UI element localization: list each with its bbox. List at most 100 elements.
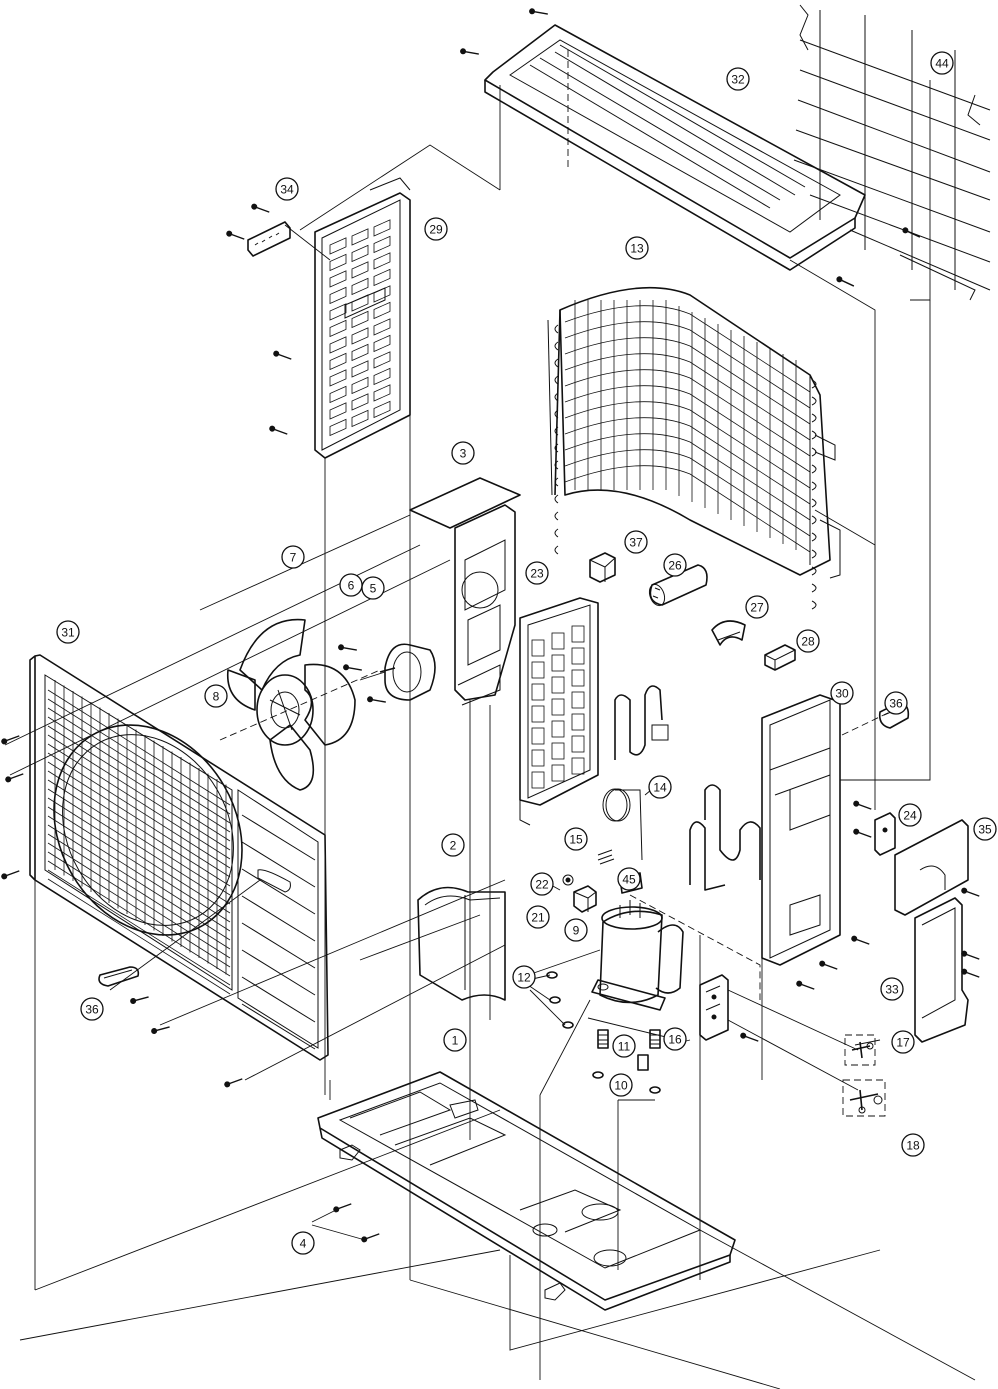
callout-32: 32: [726, 67, 750, 91]
callout-label: 23: [530, 567, 544, 581]
coil-return-bend: [811, 413, 817, 423]
coil-return-bend: [811, 498, 817, 508]
vent-slot: [329, 369, 347, 387]
part-9-compressor: [539, 879, 684, 1380]
callout-2: 2: [441, 833, 465, 857]
vent-slot: [571, 647, 585, 665]
callout-34: 34: [275, 177, 299, 201]
coil-return-bend: [554, 409, 559, 419]
callout-31: 31: [56, 620, 80, 644]
screw-icon: [961, 887, 980, 897]
panel-slot: [241, 922, 316, 969]
callout-15: 15: [564, 827, 588, 851]
vent-slot: [571, 625, 585, 643]
callout-24: 24: [898, 803, 922, 827]
screw-icon: [961, 968, 980, 978]
callout-27: 27: [745, 595, 769, 619]
screw-icon: [460, 48, 479, 55]
screws-group: [1, 8, 980, 1243]
part-16-valve-bracket: [699, 974, 859, 1091]
coil-fin: [564, 449, 811, 537]
coil-fin: [564, 385, 811, 473]
vent-slot: [551, 676, 565, 694]
callout-4: 4: [291, 1231, 315, 1255]
callout-10: 10: [609, 1073, 633, 1097]
callout-label: 2: [450, 839, 457, 853]
vent-slot: [531, 771, 545, 789]
coil-return-bend: [811, 600, 817, 610]
callout-36: 36: [80, 997, 104, 1021]
screw-icon: [273, 350, 292, 360]
coil-return-bend: [554, 460, 559, 470]
vent-slot: [329, 270, 347, 288]
coil-return-bend: [811, 515, 817, 525]
part-3-motor-bracket: [199, 477, 521, 1140]
callout-37: 37: [624, 530, 648, 554]
coil-fin: [564, 465, 811, 553]
part-23-barrier: [519, 597, 599, 826]
part-15-strainer: [597, 849, 615, 865]
part-10-washers: [592, 1071, 661, 1094]
coil-fin: [564, 321, 811, 409]
callout-label: 36: [85, 1003, 99, 1017]
grille-bar: [47, 788, 231, 905]
callout-label: 33: [885, 983, 899, 997]
grille-bar: [47, 797, 231, 914]
grille-bar: [47, 761, 231, 878]
vent-slot: [571, 713, 585, 731]
callout-12: 12: [512, 965, 536, 989]
vent-slot: [551, 742, 565, 760]
vent-slot: [351, 327, 369, 345]
vent-slot: [373, 367, 391, 386]
vent-slot: [329, 303, 347, 321]
screw-icon: [333, 1203, 352, 1213]
callout-label: 3: [460, 447, 467, 461]
screw-icon: [224, 1078, 243, 1088]
screw-icon: [851, 935, 870, 945]
screw-icon: [367, 696, 386, 703]
callout-1: 1: [443, 1028, 467, 1052]
vent-slot: [351, 244, 369, 263]
callout-28: 28: [796, 629, 820, 653]
vent-slot: [531, 683, 545, 701]
coil-return-bend: [554, 341, 559, 351]
panel-slot: [241, 868, 316, 915]
coil-return-bend: [554, 511, 559, 521]
coil-fin: [564, 369, 811, 457]
callout-7: 7: [281, 545, 305, 569]
screw-icon: [529, 8, 548, 15]
screw-icon: [836, 276, 855, 287]
coil-fin: [564, 433, 811, 521]
coil-return-bend: [554, 392, 559, 402]
vent-slot: [373, 268, 391, 287]
vent-slot: [351, 228, 369, 246]
panel-slot: [241, 949, 316, 996]
grille-bar: [47, 851, 231, 968]
grille-bar: [47, 770, 231, 887]
coil-return-bend: [554, 426, 559, 436]
callout-label: 27: [750, 601, 764, 615]
coil-return-bend: [554, 477, 559, 487]
vent-slot: [531, 705, 545, 723]
callout-30: 30: [830, 681, 854, 705]
vent-slot: [531, 727, 545, 745]
vent-slot: [531, 639, 545, 657]
callout-label: 32: [731, 73, 745, 87]
coil-return-bend: [554, 528, 559, 538]
callout-label: 26: [668, 559, 682, 573]
grille-bar: [47, 860, 231, 977]
callout-label: 44: [935, 57, 949, 71]
vent-slot: [329, 402, 347, 420]
panel-slot: [241, 1003, 316, 1050]
callout-9: 9: [564, 918, 588, 942]
grille-bar: [47, 716, 231, 833]
vent-slot: [571, 757, 585, 775]
callout-label: 31: [61, 626, 75, 640]
vent-slot: [373, 334, 391, 353]
part-suction-pipe: [689, 784, 761, 891]
callout-label: 24: [903, 809, 917, 823]
callout-36: 36: [884, 691, 908, 715]
vent-slot: [551, 720, 565, 738]
callout-label: 28: [801, 635, 815, 649]
coil-return-bend: [811, 566, 817, 576]
